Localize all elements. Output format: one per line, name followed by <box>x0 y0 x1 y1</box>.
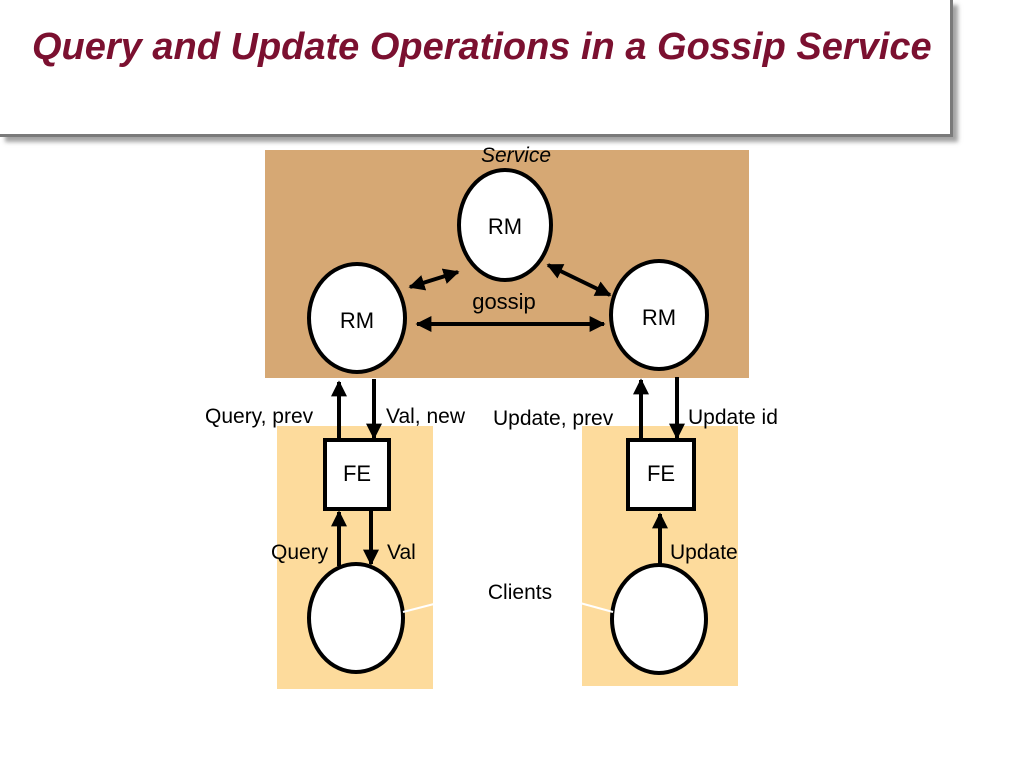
right-fe-up-label: Update, prev <box>493 407 614 430</box>
fe-right-label: FE <box>647 461 675 486</box>
slide-title: Query and Update Operations in a Gossip … <box>32 26 932 68</box>
left-fe-down-label: Val, new <box>386 405 466 428</box>
rm-left-label: RM <box>340 308 374 333</box>
gossip-label: gossip <box>472 289 536 314</box>
clients-leader-left <box>402 603 435 613</box>
fe-left-label: FE <box>343 461 371 486</box>
clients-leader-right <box>579 602 614 613</box>
service-label: Service <box>481 144 551 167</box>
right-fe-down-label: Update id <box>688 406 778 429</box>
gossip-arrow-top-right <box>546 263 612 297</box>
left-client-up-label: Query <box>271 541 329 564</box>
fe-box-right: FE <box>626 438 696 511</box>
rm-top-label: RM <box>488 214 522 239</box>
left-fe-up-label: Query, prev <box>205 405 314 428</box>
client-node-right <box>610 563 708 675</box>
rm-right-label: RM <box>642 305 676 330</box>
left-client-down-label: Val <box>387 541 416 564</box>
rm-node-top: RM <box>457 168 553 282</box>
clients-label: Clients <box>488 581 552 604</box>
client-node-left <box>307 562 405 674</box>
fe-box-left: FE <box>323 438 391 511</box>
rm-node-left: RM <box>307 262 407 374</box>
gossip-arrow-top-left <box>408 268 460 291</box>
right-client-up-label: Update <box>670 541 738 564</box>
title-panel <box>0 0 953 137</box>
rm-node-right: RM <box>609 259 709 371</box>
